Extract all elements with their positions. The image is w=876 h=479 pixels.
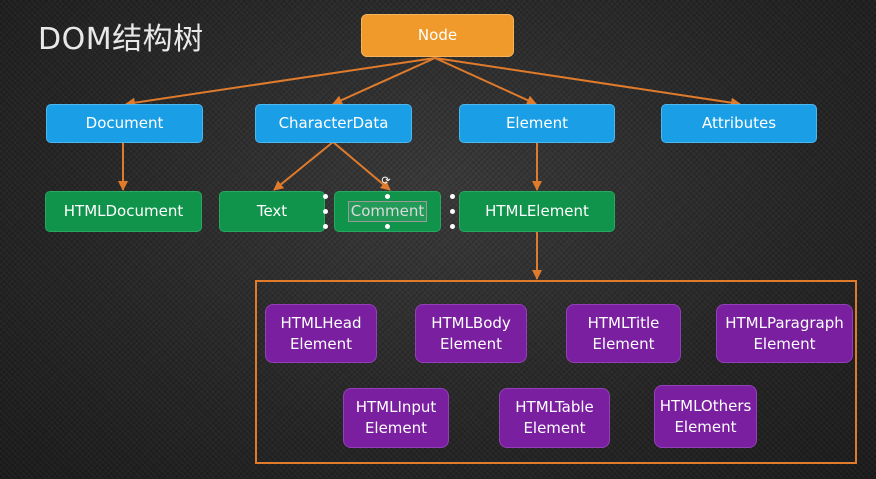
selection-handle[interactable] xyxy=(450,209,455,214)
slide-title: DOM结构树 xyxy=(38,22,204,57)
selection-handle[interactable] xyxy=(385,194,390,199)
node-label: Node xyxy=(417,26,458,44)
htmlparagraph-line2: Element xyxy=(753,334,816,353)
html-elements-group xyxy=(255,280,857,464)
element-box[interactable]: Element xyxy=(459,104,615,143)
edge-characterdata-comment xyxy=(332,141,391,191)
htmltitle-element-box[interactable]: HTMLTitle Element xyxy=(566,304,681,363)
attributes-box[interactable]: Attributes xyxy=(661,104,817,143)
attributes-label: Attributes xyxy=(701,114,777,132)
selection-handle[interactable] xyxy=(385,224,390,229)
selection-handle[interactable] xyxy=(450,194,455,199)
htmlhead-line1: HTMLHead xyxy=(280,313,362,332)
htmlelement-box[interactable]: HTMLElement xyxy=(459,191,615,232)
htmlothers-element-box[interactable]: HTMLOthers Element xyxy=(654,385,757,448)
characterdata-label: CharacterData xyxy=(278,114,389,132)
edge-characterdata-text xyxy=(273,141,334,191)
node-box[interactable]: Node xyxy=(361,14,514,57)
htmlelement-label: HTMLElement xyxy=(485,202,589,220)
selection-handle[interactable] xyxy=(450,224,455,229)
characterdata-box[interactable]: CharacterData xyxy=(255,104,412,143)
document-box[interactable]: Document xyxy=(46,104,203,143)
htmlhead-line2: Element xyxy=(289,334,353,353)
selection-handle[interactable] xyxy=(323,194,328,199)
edge-node-element xyxy=(434,57,537,105)
htmlinput-line2: Element xyxy=(364,419,428,437)
edge-node-characterdata xyxy=(332,57,436,105)
comment-label[interactable]: Comment xyxy=(347,201,428,222)
document-label: Document xyxy=(85,114,164,132)
htmldocument-label: HTMLDocument xyxy=(63,202,184,220)
htmlbody-line2: Element xyxy=(439,334,503,353)
htmlinput-element-box[interactable]: HTMLInput Element xyxy=(343,388,449,448)
selection-handle[interactable] xyxy=(323,224,328,229)
htmlparagraph-line1: HTMLParagraph xyxy=(725,313,844,332)
htmlhead-element-box[interactable]: HTMLHead Element xyxy=(265,304,377,363)
htmlothers-line2: Element xyxy=(674,417,737,436)
htmldocument-box[interactable]: HTMLDocument xyxy=(45,191,202,232)
element-label: Element xyxy=(505,114,569,132)
htmltable-line2: Element xyxy=(523,419,586,437)
htmlbody-element-box[interactable]: HTMLBody Element xyxy=(415,304,527,363)
edge-node-document xyxy=(125,57,436,108)
text-box[interactable]: Text xyxy=(219,191,325,232)
edge-node-attributes xyxy=(434,57,741,108)
htmlothers-line1: HTMLOthers xyxy=(659,396,752,415)
htmltitle-line1: HTMLTitle xyxy=(587,313,660,332)
htmltitle-line2: Element xyxy=(592,334,655,353)
htmlinput-line1: HTMLInput xyxy=(355,398,437,416)
selection-handle[interactable] xyxy=(323,209,328,214)
text-label: Text xyxy=(256,202,288,220)
htmltable-element-box[interactable]: HTMLTable Element xyxy=(499,388,610,448)
htmltable-line1: HTMLTable xyxy=(515,398,594,416)
rotate-handle-icon[interactable]: ⟳ xyxy=(381,174,391,187)
htmlparagraph-element-box[interactable]: HTMLParagraph Element xyxy=(716,304,853,363)
htmlbody-line1: HTMLBody xyxy=(431,313,511,332)
